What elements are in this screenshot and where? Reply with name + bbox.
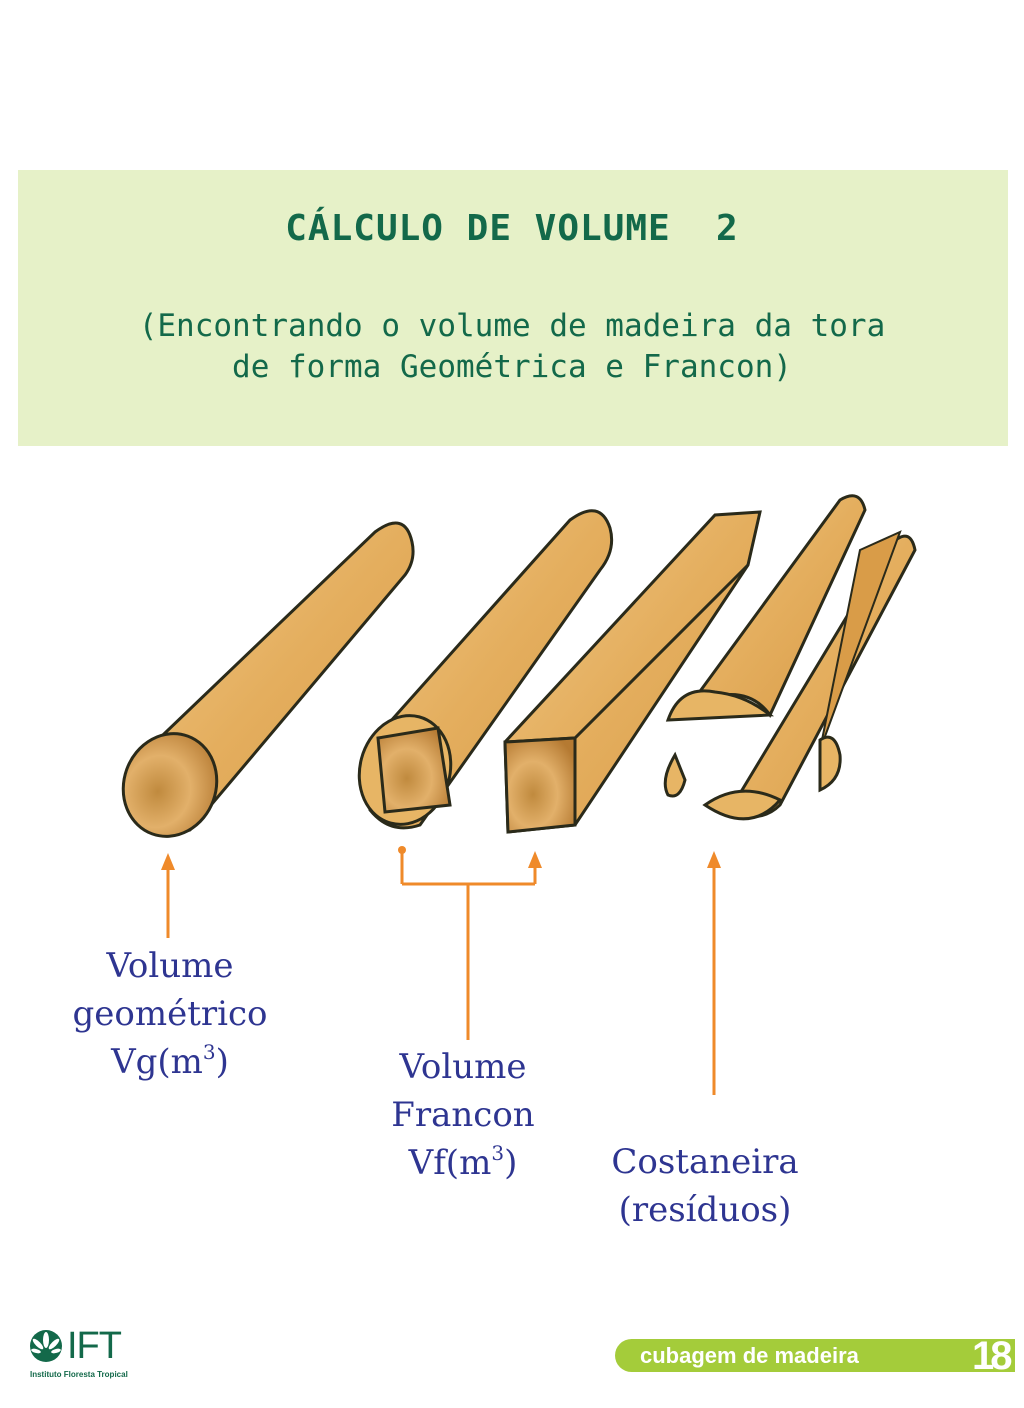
- footer-section-label: cubagem de madeira: [640, 1343, 859, 1368]
- round-log: [121, 521, 415, 838]
- label-vg-line2: geométrico: [72, 994, 268, 1034]
- bracket-dot: [398, 846, 406, 854]
- arrow-head-vg: [161, 853, 175, 870]
- subtitle-line-2: de forma Geométrica e Francon): [232, 349, 792, 385]
- logo-text: IFT: [67, 1325, 122, 1367]
- page-title: CÁLCULO DE VOLUME 2: [285, 208, 739, 249]
- subtitle-line-1: (Encontrando o volume de madeira da tora: [138, 308, 886, 344]
- page-number: 18: [972, 1336, 1012, 1376]
- callout-arrows: [161, 846, 721, 1095]
- label-volume-francon: Volume Francon Vf(m3): [343, 1043, 583, 1187]
- label-volume-geometrico: Volume geométrico Vg(m3): [40, 942, 300, 1086]
- label-vf-line2: Francon: [391, 1095, 535, 1135]
- header-banner: [18, 170, 1008, 446]
- slabs: [663, 494, 917, 821]
- log-with-square: [357, 509, 614, 830]
- footer-section-bar: [615, 1339, 1015, 1372]
- logs-illustration: [121, 494, 917, 838]
- label-vf-line1: Volume: [399, 1047, 527, 1087]
- label-cost-line1: Costaneira: [611, 1142, 799, 1182]
- label-cost-line2: (resíduos): [618, 1190, 792, 1230]
- ift-leaf-logo-icon: [30, 1330, 62, 1362]
- logo-subtitle: Instituto Floresta Tropical: [30, 1370, 128, 1379]
- label-costaneira: Costaneira (resíduos): [585, 1138, 825, 1234]
- arrow-head-vf: [528, 851, 542, 868]
- arrow-head-cost: [707, 851, 721, 868]
- label-vg-formula: Vg(m3): [111, 1040, 229, 1082]
- label-vg-line1: Volume: [106, 946, 234, 986]
- page-subtitle: (Encontrando o volume de madeira da tora…: [0, 306, 1024, 388]
- squared-beam: [503, 510, 762, 834]
- label-vf-formula: Vf(m3): [408, 1141, 518, 1183]
